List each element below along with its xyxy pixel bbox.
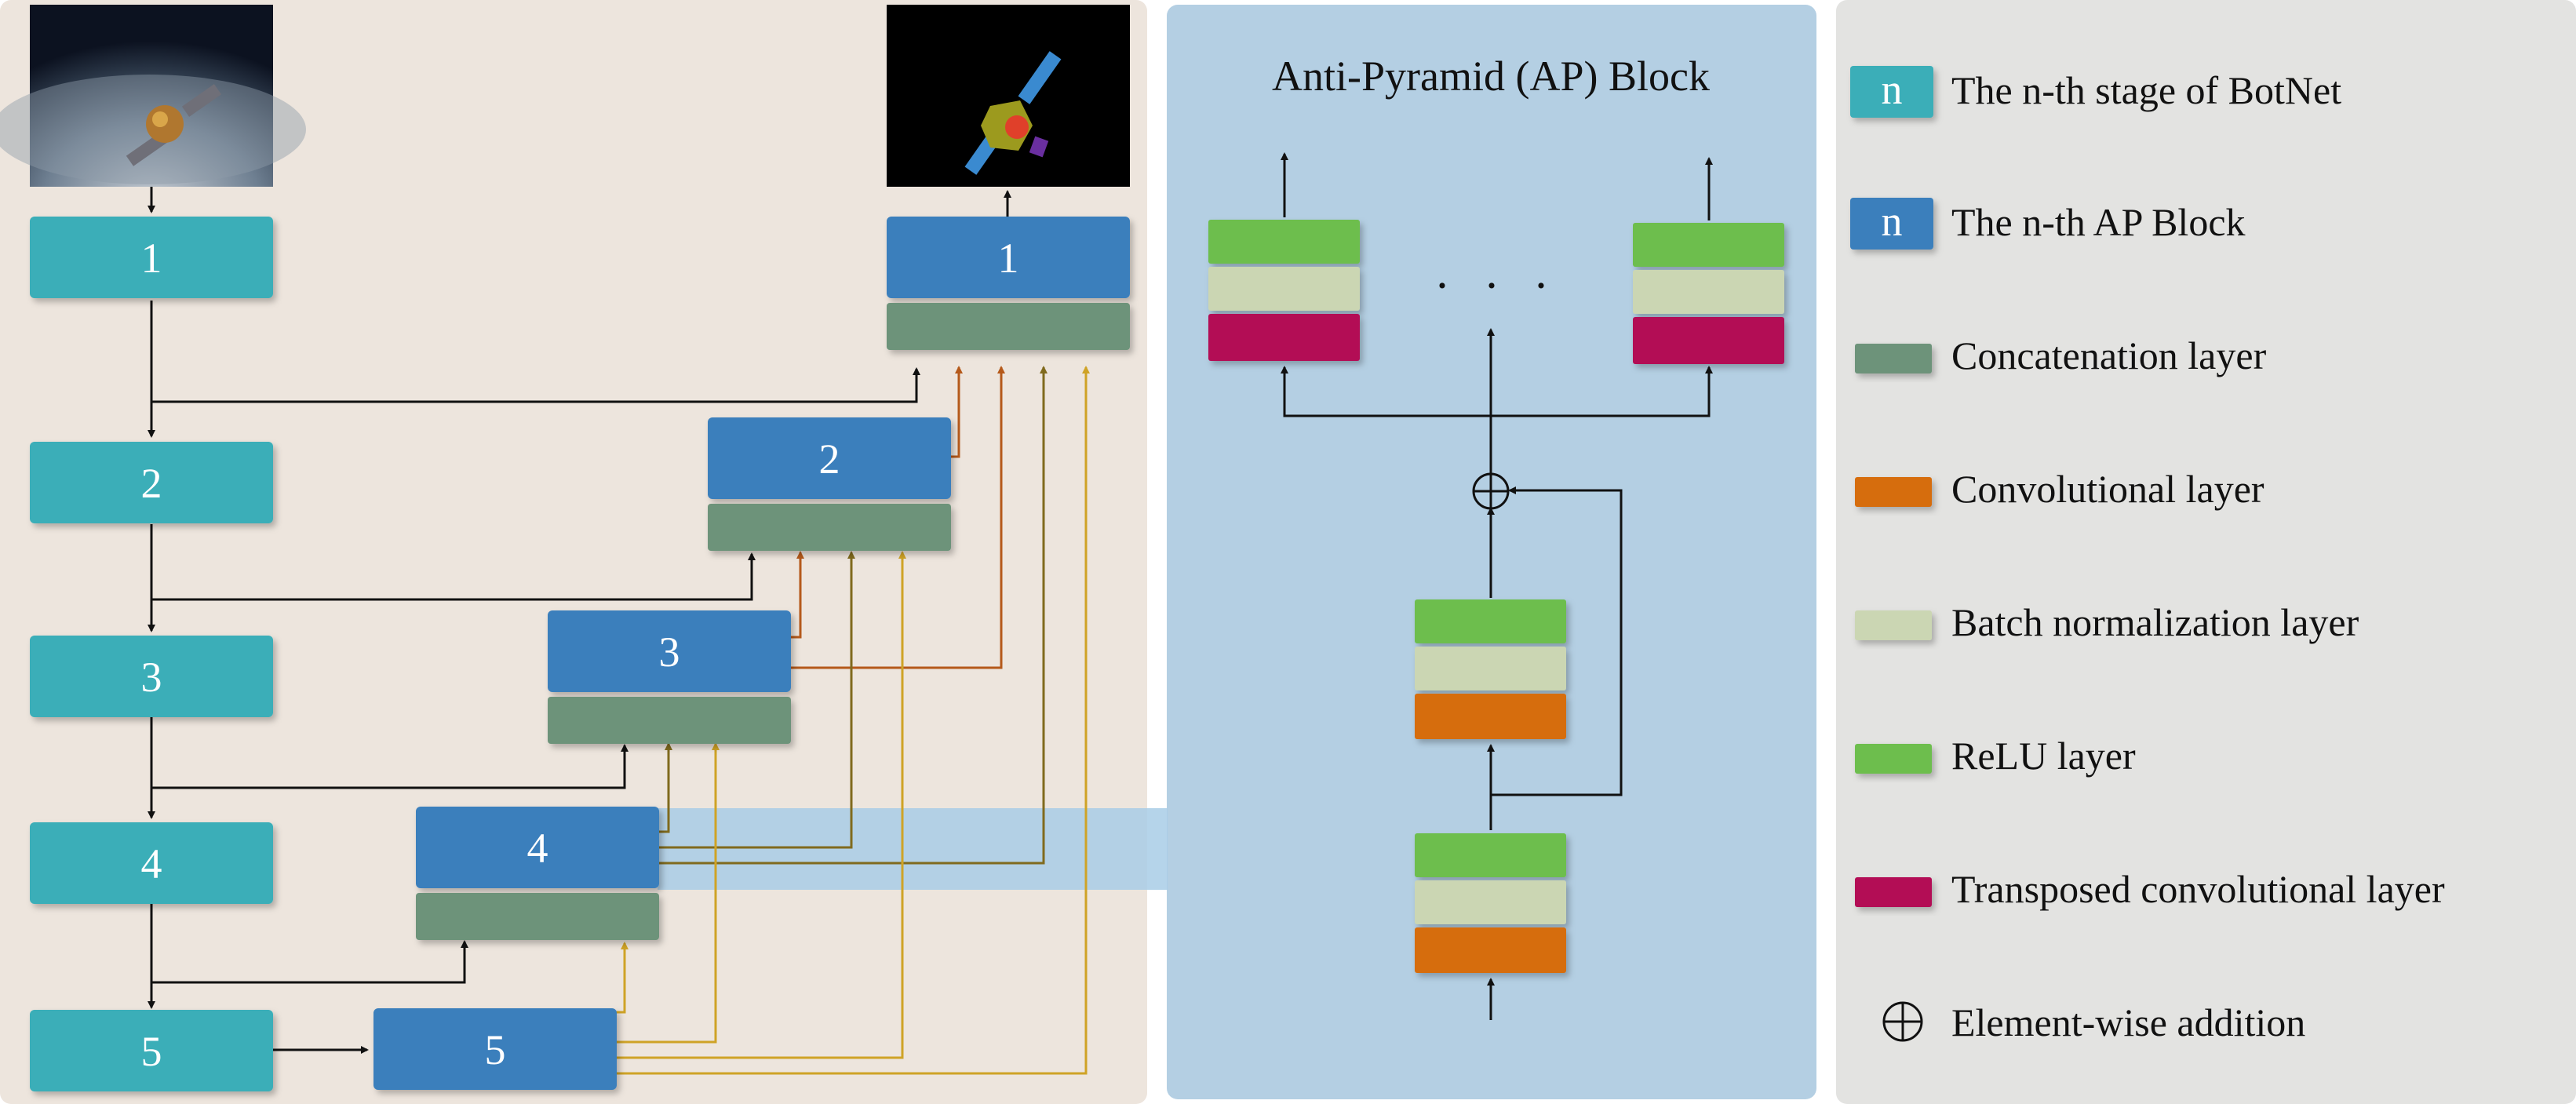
ap-1-label: 1	[998, 235, 1019, 282]
legend-item-bn: Batch normalization layer	[1855, 600, 2359, 644]
legend-swatch-relu	[1855, 744, 1932, 774]
legend-item-concat: Concatenation layer	[1855, 333, 2267, 377]
legend-item-addition: Element-wise addition	[1882, 1000, 2305, 1044]
legend-text-bn: Batch normalization layer	[1951, 600, 2359, 644]
legend-text-tconv: Transposed convolutional layer	[1951, 867, 2445, 911]
legend: n The n-th stage of BotNet n The n-th AP…	[1850, 66, 2445, 1044]
legend-item-ap: n The n-th AP Block	[1850, 198, 2246, 250]
ap-block-title: Anti-Pyramid (AP) Block	[1272, 53, 1710, 100]
input-satellite-image	[0, 5, 306, 187]
ap-middle-relu	[1415, 599, 1566, 643]
legend-swatch-ap-label: n	[1882, 198, 1903, 245]
ap-block-4: 4	[416, 807, 659, 940]
ap-right-tconv	[1633, 317, 1784, 364]
stage-3-label: 3	[141, 654, 162, 701]
ap-block-5: 5	[373, 1008, 617, 1090]
ap-4-concat	[416, 893, 659, 940]
ap-left-relu	[1208, 220, 1360, 264]
ap-block-3: 3	[548, 610, 791, 744]
ap-stack-bottom	[1415, 833, 1566, 973]
legend-text-stage: The n-th stage of BotNet	[1951, 68, 2341, 112]
legend-panel	[1836, 0, 2576, 1104]
legend-text-addition: Element-wise addition	[1951, 1000, 2305, 1044]
legend-swatch-tconv	[1855, 877, 1932, 907]
upsample-connections-olive	[658, 366, 1048, 865]
ellipsis-dots: · · ·	[1434, 260, 1560, 312]
stage-2-label: 2	[141, 460, 162, 507]
ap-1-concat	[887, 303, 1130, 350]
ap-left-bn	[1208, 267, 1360, 311]
ap-3-label: 3	[659, 629, 680, 676]
legend-addition-icon	[1882, 1001, 1923, 1042]
botnet-stage-3: 3	[30, 636, 273, 717]
ap-middle-bn	[1415, 647, 1566, 690]
legend-item-conv: Convolutional layer	[1855, 467, 2264, 511]
legend-item-stage: n The n-th stage of BotNet	[1850, 66, 2341, 118]
ap-2-concat	[708, 504, 951, 551]
legend-swatch-conv	[1855, 477, 1932, 507]
legend-item-relu: ReLU layer	[1855, 734, 2136, 778]
stage-5-label: 5	[141, 1028, 162, 1075]
botnet-stage-4: 4	[30, 822, 273, 904]
ap-bottom-conv	[1415, 927, 1566, 973]
ap-block-2: 2	[708, 417, 951, 551]
botnet-stage-1: 1	[30, 217, 273, 298]
ap-5-label: 5	[485, 1026, 506, 1073]
legend-text-ap: The n-th AP Block	[1951, 200, 2246, 244]
upsample-connections-orange	[789, 366, 1005, 669]
element-wise-addition-node	[1472, 472, 1510, 510]
ap-4-label: 4	[527, 825, 548, 872]
ap-stack-right-output	[1633, 223, 1784, 364]
ap-bottom-relu	[1415, 833, 1566, 877]
ap4-highlight-band	[658, 808, 1168, 890]
botnet-stage-2: 2	[30, 442, 273, 523]
ap-block-arrows	[1281, 152, 1713, 1020]
stage-4-label: 4	[141, 840, 162, 887]
skip-connections-black	[148, 187, 1011, 1054]
legend-swatch-ap	[1850, 198, 1933, 250]
ap-bottom-bn	[1415, 880, 1566, 924]
upsample-connections-gold	[614, 366, 1090, 1075]
output-segmentation-image	[887, 5, 1130, 187]
ap-3-concat	[548, 697, 791, 744]
ap-stack-middle	[1415, 599, 1566, 739]
legend-swatch-stage-label: n	[1882, 66, 1903, 113]
ap-right-relu	[1633, 223, 1784, 267]
ap-2-label: 2	[819, 435, 840, 483]
legend-swatch-bn	[1855, 610, 1932, 640]
legend-item-tconv: Transposed convolutional layer	[1855, 867, 2445, 911]
ap-middle-conv	[1415, 694, 1566, 739]
legend-swatch-stage	[1850, 66, 1933, 118]
ap-left-tconv	[1208, 314, 1360, 361]
legend-text-concat: Concatenation layer	[1951, 333, 2267, 377]
botnet-stage-5: 5	[30, 1010, 273, 1091]
ap-block-1: 1	[887, 217, 1130, 350]
ap-stack-left-output	[1208, 220, 1360, 361]
legend-text-relu: ReLU layer	[1951, 734, 2136, 778]
ap-right-bn	[1633, 270, 1784, 314]
legend-text-conv: Convolutional layer	[1951, 467, 2264, 511]
legend-swatch-concat	[1855, 344, 1932, 373]
stage-1-label: 1	[141, 235, 162, 282]
